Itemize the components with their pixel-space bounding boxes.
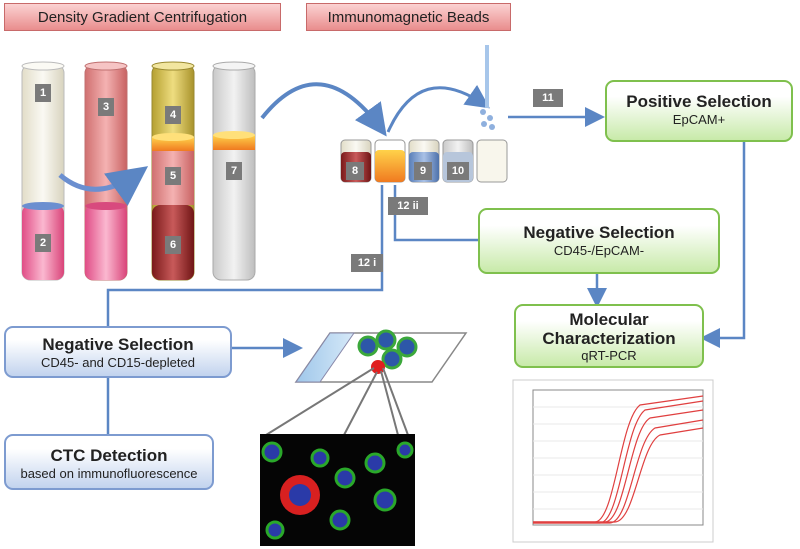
- arrow-positive-to-molecular: [700, 142, 746, 348]
- ctc-detection-box: CTC Detection based on immunofluorescenc…: [4, 434, 214, 490]
- tube-1: [21, 61, 65, 281]
- zoom-lines: [265, 367, 409, 436]
- negative-selection-blue-sub: CD45- and CD15-depleted: [41, 355, 195, 370]
- label-12i: 12 i: [351, 254, 383, 272]
- microscope-slide: [294, 329, 468, 383]
- ctc-detection-title: CTC Detection: [50, 446, 168, 465]
- label-10: 10: [447, 162, 469, 180]
- label-9: 9: [414, 162, 432, 180]
- molecular-characterization-box: Molecular Characterization qRT-PCR: [514, 304, 704, 368]
- label-4: 4: [165, 106, 181, 124]
- immunofluorescence-image: [260, 434, 415, 546]
- curve-arrow-7-to-8: [260, 82, 387, 137]
- label-5: 5: [165, 167, 181, 185]
- molecular-sub: qRT-PCR: [581, 348, 637, 363]
- positive-selection-title: Positive Selection: [626, 92, 772, 111]
- curve-arrow-1-to-3: [58, 166, 149, 206]
- label-2: 2: [35, 234, 51, 252]
- connector-12i: [106, 185, 384, 326]
- tube-2: [84, 61, 128, 281]
- bead-dots: [480, 109, 495, 130]
- negative-selection-green-sub: CD45-/EpCAM-: [553, 243, 645, 258]
- header-density-gradient: Density Gradient Centrifugation: [4, 3, 281, 31]
- negative-selection-blue-box: Negative Selection CD45- and CD15-deplet…: [4, 326, 232, 378]
- molecular-title-1: Molecular: [569, 310, 649, 329]
- ctc-detection-sub: based on immunofluorescence: [20, 466, 198, 481]
- small-tube-orange: [374, 139, 406, 183]
- label-11: 11: [533, 89, 563, 107]
- positive-selection-box: Positive Selection EpCAM+: [605, 80, 793, 142]
- positive-selection-sub: EpCAM+: [672, 112, 726, 127]
- label-6: 6: [165, 236, 181, 254]
- curve-arrow-beads: [386, 84, 490, 133]
- header-immunomagnetic-beads: Immunomagnetic Beads: [306, 3, 511, 31]
- negative-selection-green-title: Negative Selection: [523, 223, 675, 242]
- small-tube-empty: [476, 139, 508, 183]
- negative-selection-blue-title: Negative Selection: [42, 335, 194, 354]
- label-8: 8: [346, 162, 364, 180]
- label-3: 3: [98, 98, 114, 116]
- qrt-pcr-plot: [512, 379, 714, 543]
- molecular-title-2: Characterization: [542, 329, 676, 348]
- label-7: 7: [226, 162, 242, 180]
- label-1: 1: [35, 84, 51, 102]
- label-12ii: 12 ii: [388, 197, 428, 215]
- negative-selection-green-box: Negative Selection CD45-/EpCAM-: [478, 208, 720, 274]
